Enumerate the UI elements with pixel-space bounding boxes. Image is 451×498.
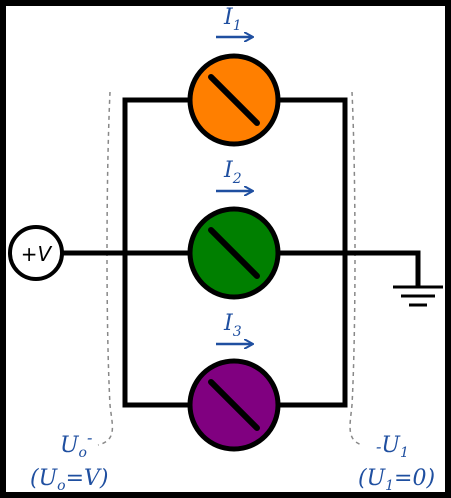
left-node-cond-rest: =V)	[66, 466, 109, 491]
svg-text:I3: I3	[223, 311, 242, 340]
right-node-dash: -	[376, 437, 381, 456]
left-node-sub: o	[79, 445, 87, 461]
current-2-name: I	[223, 158, 234, 183]
resistor-3	[187, 358, 281, 452]
right-node-name: U	[381, 433, 401, 458]
current-3-sub: 3	[233, 324, 242, 340]
left-node-dashed-curve	[97, 91, 114, 446]
right-node-cond-open: (U	[358, 466, 387, 491]
left-node-cond-open: (U	[30, 466, 59, 491]
ground-icon	[393, 285, 443, 307]
current-2-sub: 2	[232, 171, 242, 187]
left-node-name: U	[60, 433, 80, 458]
left-node-labels: Uo- (Uo=V)	[30, 428, 108, 494]
left-node-cond-sub: o	[57, 478, 65, 494]
svg-text:(Uo=V): (Uo=V)	[30, 466, 108, 494]
current-3-name: I	[223, 311, 234, 336]
right-node-cond-sub: 1	[385, 478, 394, 494]
right-node-cond-rest: =0)	[394, 466, 435, 491]
resistor-2	[187, 206, 281, 300]
wires	[59, 97, 421, 408]
svg-text:I2: I2	[223, 158, 242, 187]
current-label-2: I2	[216, 158, 252, 191]
svg-text:I1: I1	[223, 5, 242, 34]
right-node-dashed-curve	[349, 91, 363, 446]
right-node-labels: -U1 (U1=0)	[358, 433, 435, 494]
voltage-source: +V	[8, 225, 64, 281]
resistor-1	[187, 53, 281, 147]
current-1-sub: 1	[233, 18, 242, 34]
left-node-sup: -	[87, 428, 92, 447]
current-1-name: I	[223, 5, 234, 30]
svg-text:-U1: -U1	[376, 433, 409, 461]
current-label-3: I3	[216, 311, 252, 344]
voltage-source-label: +V	[21, 242, 53, 266]
right-node-sub: 1	[400, 445, 409, 461]
current-label-1: I1	[216, 5, 252, 37]
svg-text:Uo-: Uo-	[60, 428, 92, 461]
svg-text:(U1=0): (U1=0)	[358, 466, 435, 494]
